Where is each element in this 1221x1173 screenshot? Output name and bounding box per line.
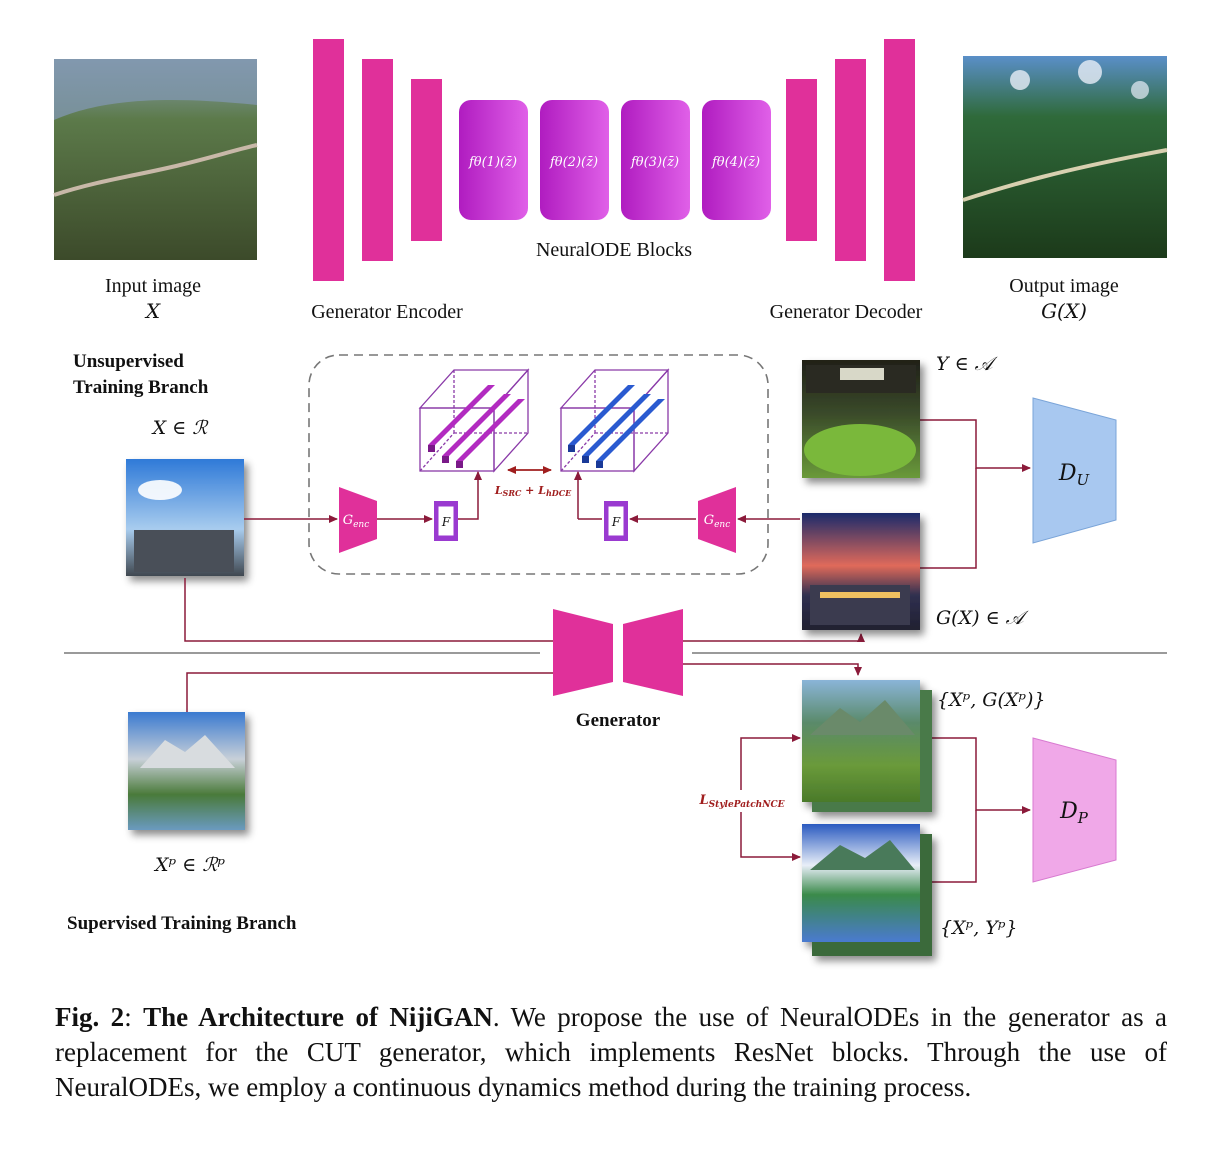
output-image [962, 56, 1168, 258]
generator-label: Generator [576, 710, 661, 731]
loss-src-sub: SRC [503, 488, 522, 498]
discriminator-p-sub: P [1077, 809, 1089, 827]
unsupervised-title-line1: Unsupervised [73, 351, 184, 372]
input-label: Input image [105, 275, 201, 297]
loss-hdce-sub: hDCE [546, 488, 572, 498]
unsupervised-arrows [184, 419, 1031, 883]
discriminator-u-label: D [1058, 461, 1077, 486]
generator-encoder [313, 39, 442, 281]
g-enc-right [698, 487, 736, 553]
input-variable: X [144, 299, 161, 323]
y-domain-image [802, 360, 920, 478]
svg-text:Genc: Genc [343, 513, 370, 530]
g-enc-left-sub: enc [353, 520, 369, 530]
output-variable: G(X) [1041, 299, 1087, 323]
g-enc-left [339, 487, 377, 553]
feature-cube-left [418, 368, 530, 473]
pair-bottom-stack [802, 824, 932, 956]
feature-bars-right [568, 385, 665, 468]
input-image [53, 59, 258, 260]
ode-block-3-label: fθ(3)(z̄) [630, 155, 679, 170]
gx-domain-label: G(X) ∈ 𝒜 [936, 607, 1030, 629]
style-patch-nce-label: L [699, 793, 709, 808]
caption-fig-number: Fig. 2 [55, 1002, 125, 1032]
f-block-left [434, 501, 458, 541]
ode-block-3 [621, 100, 690, 220]
neuralode-blocks: fθ(1)(z̄) fθ(2)(z̄) fθ(3)(z̄) fθ(4)(z̄) [459, 100, 771, 220]
x-domain-label: X ∈ ℛ [151, 417, 210, 439]
ode-block-4-label: fθ(4)(z̄) [711, 155, 760, 170]
ode-block-1-label: fθ(1)(z̄) [468, 155, 517, 170]
discriminator-u-sub: U [1076, 471, 1090, 489]
svg-text:DU: DU [1058, 461, 1091, 489]
f-block-right [604, 501, 628, 541]
decoder-label: Generator Decoder [770, 301, 923, 323]
f-right-label: F [611, 515, 621, 529]
unsupervised-input-image [126, 459, 244, 576]
contrastive-loss-region [308, 354, 769, 575]
style-patch-nce-sub: StylePatchNCE [709, 800, 785, 810]
xp-domain-label: Xᵖ ∈ ℛᵖ [153, 854, 225, 876]
supervised-title: Supervised Training Branch [67, 913, 297, 934]
svg-text:LStylePatchNCE: LStylePatchNCE [699, 793, 785, 810]
ode-block-2 [540, 100, 609, 220]
discriminator-p [1032, 737, 1117, 883]
figure-caption: Fig. 2: The Architecture of NijiGAN. We … [55, 1000, 1167, 1105]
caption-colon: : [124, 1002, 144, 1032]
discriminator-p-label: D [1059, 799, 1078, 824]
neuralode-label: NeuralODE Blocks [536, 239, 692, 261]
svg-text:DP: DP [1059, 799, 1089, 827]
ode-block-2-label: fθ(2)(z̄) [549, 155, 598, 170]
pair-bottom-label: {Xᵖ, Yᵖ} [940, 917, 1018, 939]
output-label: Output image [1009, 275, 1119, 297]
svg-text:Genc: Genc [704, 513, 731, 530]
caption-title: The Architecture of NijiGAN [143, 1002, 493, 1032]
gx-domain-image [802, 513, 920, 630]
generator-encoder-half [553, 609, 613, 696]
discriminator-u [1032, 397, 1117, 544]
architecture-diagram: Input image X Generator Encoder fθ(1)(z̄… [53, 39, 1168, 956]
supervised-input-image [128, 712, 245, 830]
feature-bars-left [428, 385, 525, 468]
ode-block-4 [702, 100, 771, 220]
pair-top-stack [802, 680, 932, 812]
g-enc-right-sub: enc [714, 520, 730, 530]
loss-plus-label: + L [521, 484, 546, 497]
ode-block-1 [459, 100, 528, 220]
unsupervised-title-line2: Training Branch [73, 377, 209, 398]
f-left-label: F [441, 515, 451, 529]
y-domain-label: Y ∈ 𝒜 [936, 353, 999, 375]
style-patch-nce-arrows [740, 734, 801, 861]
encoder-label: Generator Encoder [311, 301, 463, 323]
pair-top-label: {Xᵖ, G(Xᵖ)} [937, 689, 1046, 711]
feature-cube-right [559, 368, 670, 473]
caption-text: . We propose the use of NeuralODEs in th… [55, 1002, 1167, 1102]
g-enc-right-label: G [704, 513, 714, 528]
g-enc-left-label: G [343, 513, 353, 528]
generator-decoder [786, 39, 915, 281]
svg-text:LSRC + LhDCE: LSRC + LhDCE [494, 484, 572, 498]
loss-src-label: L [494, 484, 503, 497]
generator-decoder-half [623, 609, 683, 696]
